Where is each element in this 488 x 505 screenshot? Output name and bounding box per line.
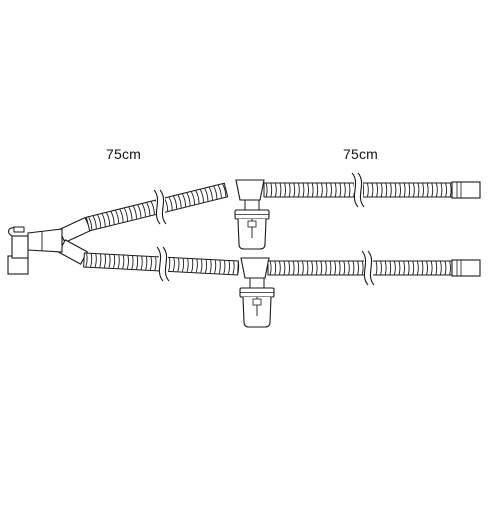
- upper-right-corrugated-corrugation: [265, 183, 452, 197]
- break-lower-left: [156, 246, 170, 282]
- end-connectors: [451, 181, 481, 277]
- break-lower-right: [361, 250, 375, 286]
- upper-water-trap: [234, 199, 270, 250]
- right-length-label: 75cm: [343, 146, 379, 162]
- upper-trap: [234, 199, 270, 250]
- lower-right-corrugated: [267, 260, 453, 276]
- patient-y-piece: [7, 226, 63, 275]
- lower-right-tube: [267, 260, 453, 276]
- cap: [13, 226, 25, 233]
- left-length-label: 75cm: [106, 146, 142, 162]
- upper-left-corrugated-corrugation: [88, 183, 227, 230]
- upper-tee: [235, 179, 265, 201]
- upper-end-cuff-body: [451, 181, 481, 199]
- patient-port: [7, 255, 29, 275]
- break-upper-left: [153, 189, 167, 225]
- length-break-marks: [153, 172, 375, 286]
- elbow: [11, 235, 29, 259]
- lower-end-cuff-body: [451, 259, 481, 277]
- break-upper-right: [351, 172, 365, 208]
- upper-end-cuff: [451, 181, 481, 199]
- lower-trap: [239, 277, 275, 328]
- lower-left-corrugated-corrugation: [85, 253, 240, 275]
- lower-trap-valve: [252, 298, 262, 306]
- lower-tee: [240, 257, 270, 279]
- upper-trap-valve: [247, 220, 257, 228]
- lower-water-trap: [239, 277, 275, 328]
- lower-end-cuff: [451, 259, 481, 277]
- lower-trap-stem: [249, 277, 265, 289]
- upper-sleeve: [58, 216, 92, 244]
- y-piece-body: [7, 226, 63, 275]
- upper-trap-stem: [244, 199, 260, 211]
- lower-sleeve: [57, 239, 89, 265]
